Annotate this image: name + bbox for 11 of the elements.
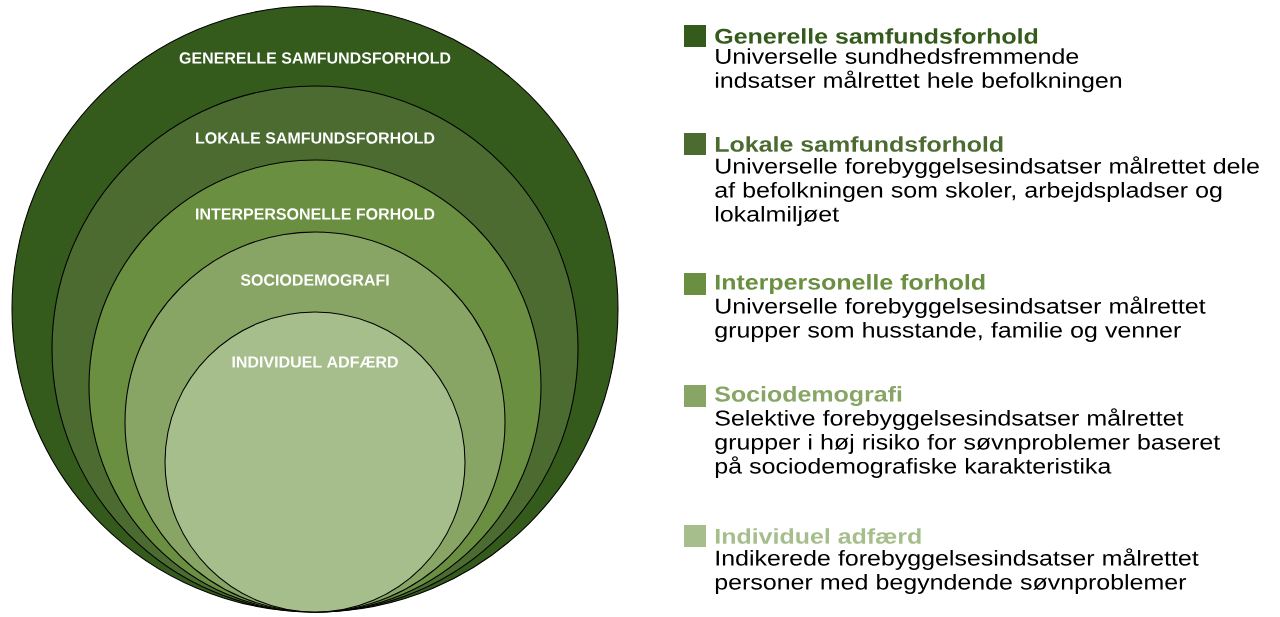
legend-heading: Interpersonelle forhold bbox=[715, 274, 985, 294]
legend-heading: Individuel adfærd bbox=[715, 528, 921, 544]
legend-heading: Generelle samfundsforhold bbox=[715, 28, 1038, 44]
description-text: Universelle forebyggelsesindsatser målrettet dele af befolkningen som skoler, arbejdspladser og lokalmiljøet bbox=[715, 156, 1259, 226]
description-text: Universelle sundhedsfremmende indsatser målrettet hele befolkningen bbox=[715, 48, 1122, 93]
description-text: Universelle forebyggelsesindsatser målrettet grupper som husstande, familie og venner bbox=[715, 296, 1206, 342]
description-text: Selektive forebyggelsesindsatser målrettet grupper i høj risiko for søvnproblemer baseret på sociodemografiske karakteristika bbox=[715, 408, 1220, 478]
ring-band: INDIVIDUEL ADFÆRD bbox=[164, 311, 466, 613]
legend-heading: Sociodemografi bbox=[715, 386, 902, 406]
legend-heading: Lokale samfundsforhold bbox=[715, 136, 1003, 152]
description-text: Indikerede forebyggelsesindsatser målrettet personer med begyndende søvnproblemer bbox=[715, 548, 1199, 594]
